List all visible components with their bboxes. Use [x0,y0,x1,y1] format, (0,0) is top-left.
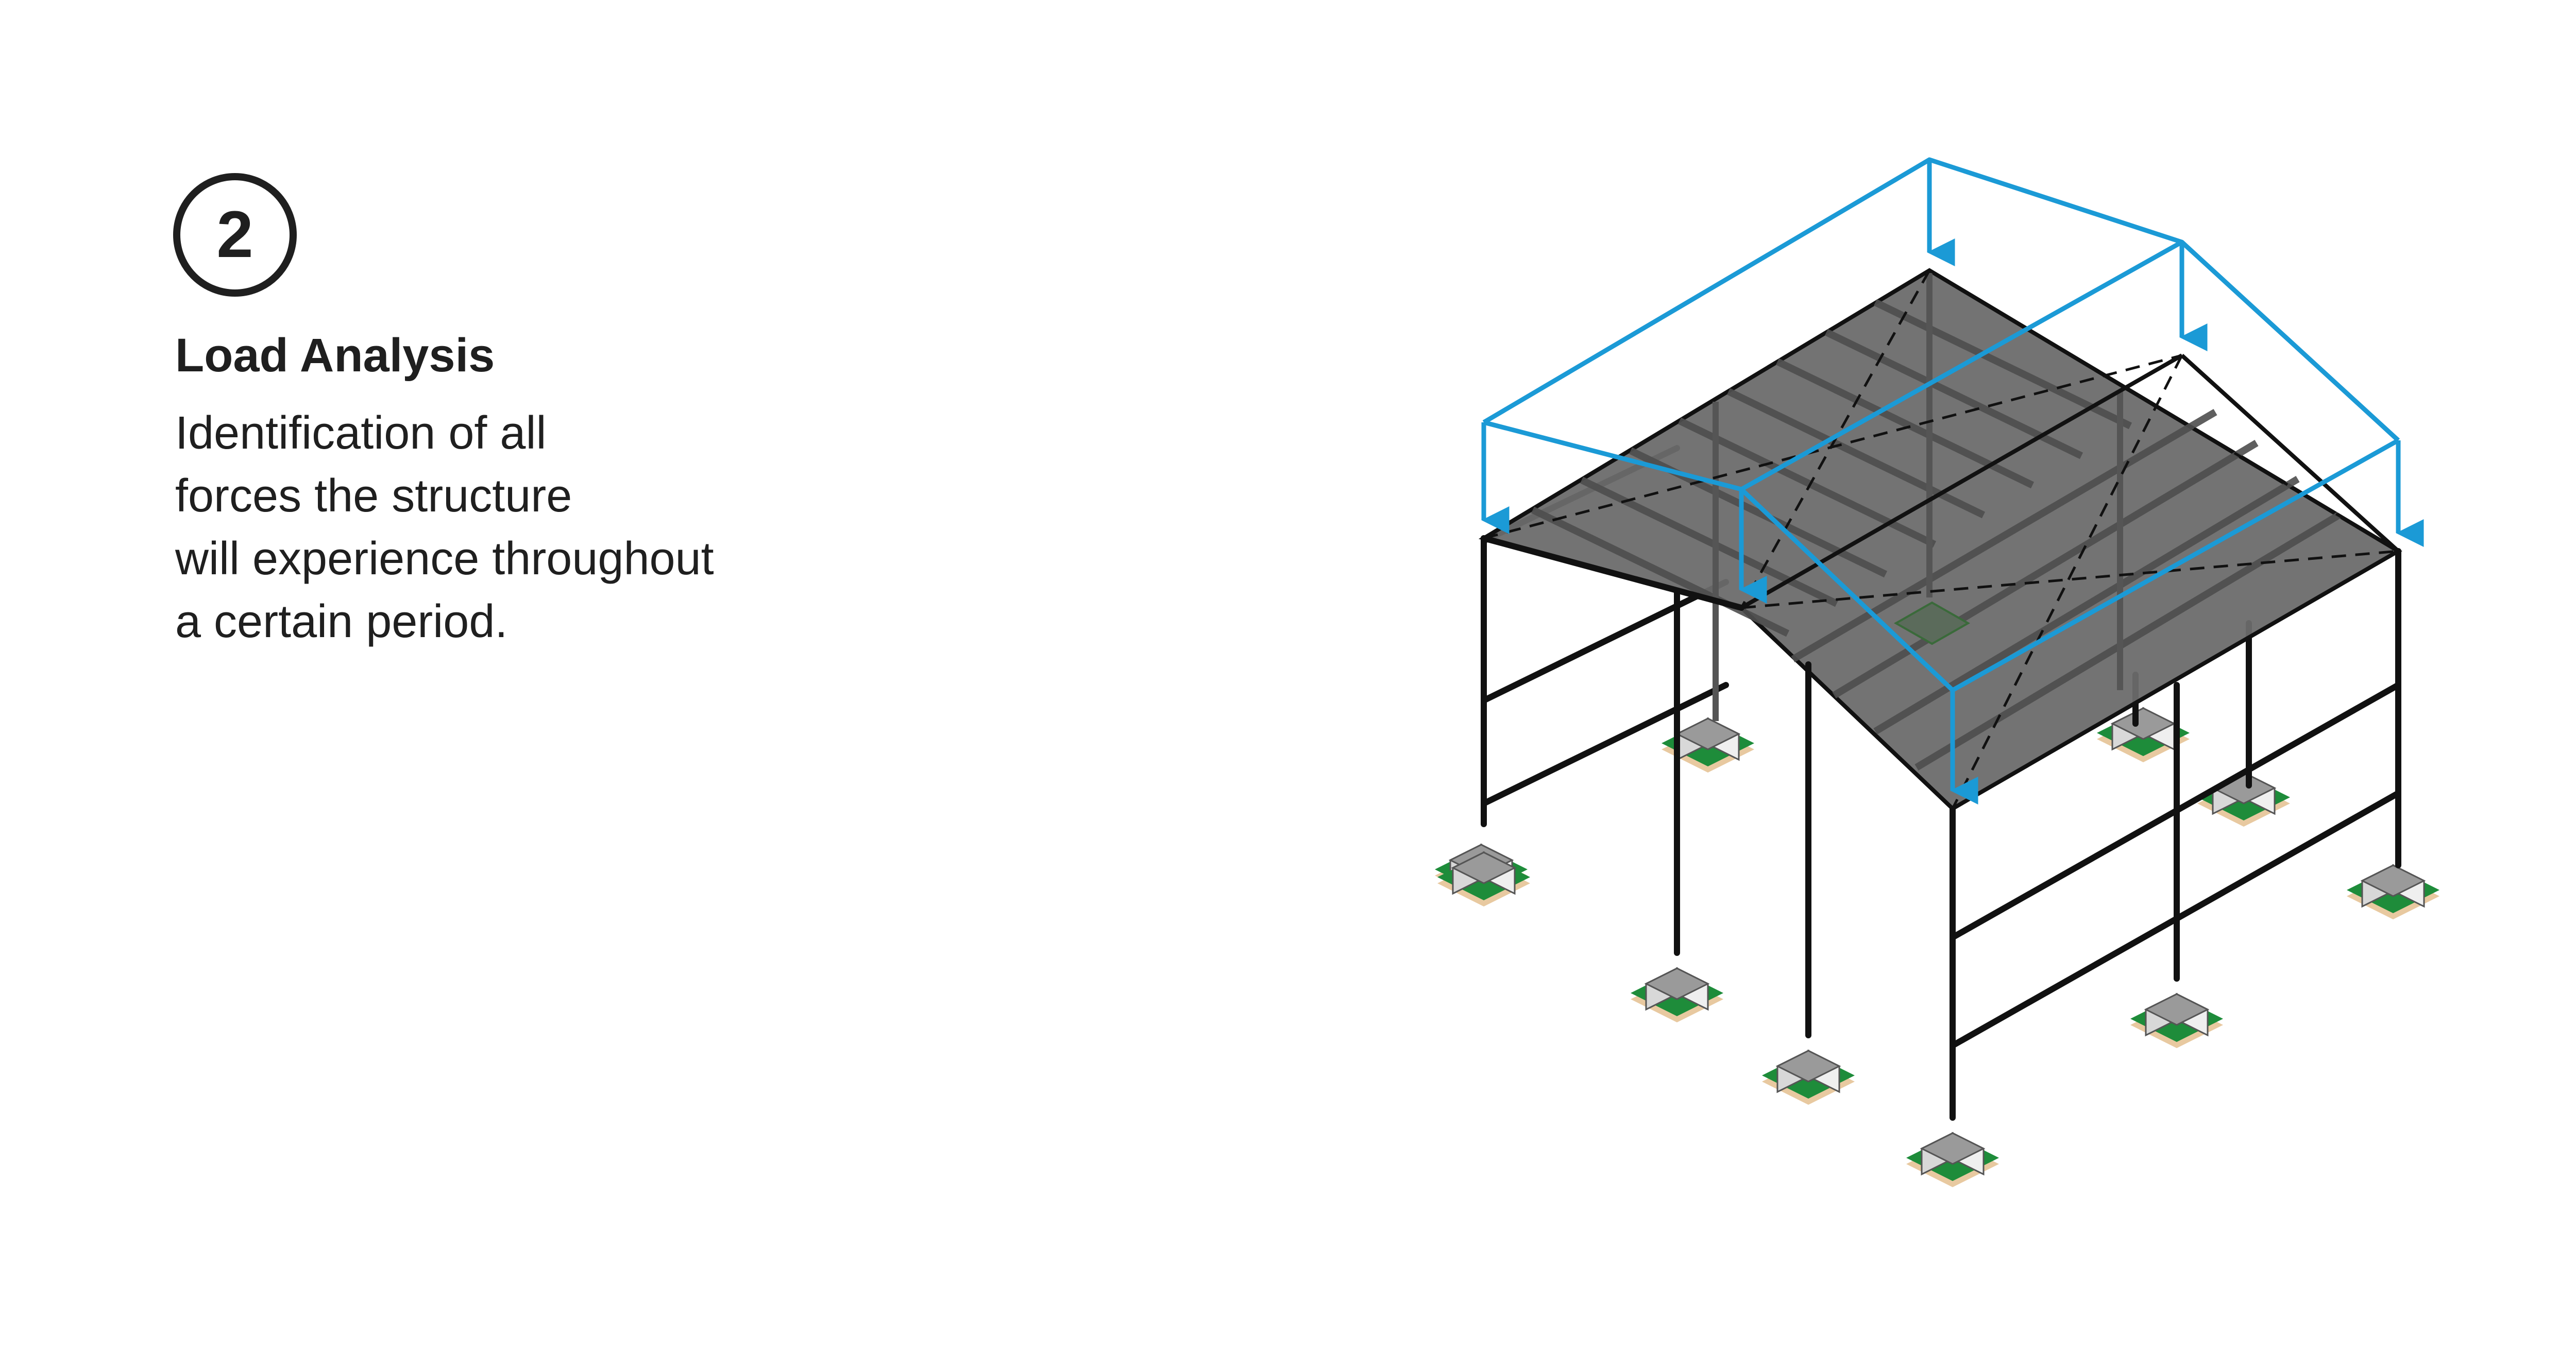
description-line: forces the structure [175,470,572,522]
footing-icon [1437,851,1530,906]
footing-icon [1906,1132,1999,1187]
beam [1481,682,1729,807]
footing-icon [1762,1049,1855,1105]
frame-front [1481,535,2401,1121]
footing-icon [2097,707,2190,762]
load-outline [1482,157,2400,442]
footings-front [1437,851,2223,1187]
beam [1481,535,1744,611]
beam [1950,682,2401,940]
description-line: Identification of all [175,407,547,459]
description-line: will experience throughout [175,533,714,585]
footing-icon [2197,771,2290,827]
section-description: Identification of all forces the structu… [175,402,714,653]
footing-icon [1662,717,1754,773]
footing-icon [2347,864,2439,919]
beam [1481,579,1729,704]
roof-panel [1478,268,2402,811]
description-line: a certain period. [175,596,508,647]
beam [1950,790,2401,1049]
load-diagram [1481,157,2424,805]
step-number: 2 [216,198,253,271]
roof [1478,268,2402,811]
section-title: Load Analysis [175,329,495,382]
footing-icon [2130,992,2223,1048]
footing-icon [1631,967,1723,1022]
